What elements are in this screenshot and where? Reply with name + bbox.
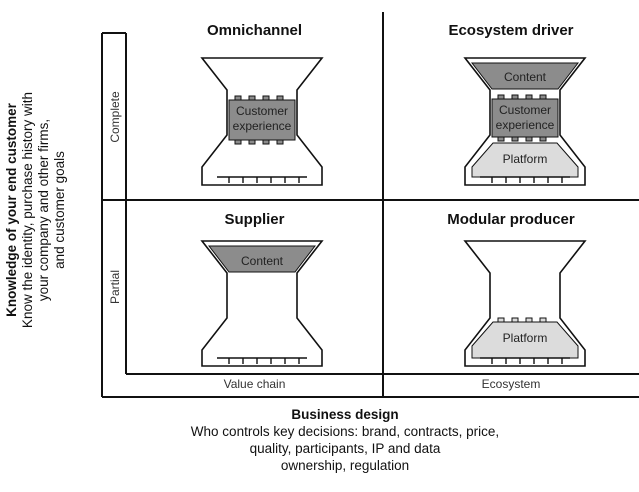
row-label-complete: Complete bbox=[108, 90, 122, 143]
quadrant-title-supplier: Supplier bbox=[224, 211, 285, 228]
x-axis-line-3: ownership, regulation bbox=[280, 458, 410, 473]
omnichannel-middle-line-2: experience bbox=[233, 119, 292, 133]
ecosystem-driver-middle-line-2: experience bbox=[496, 118, 555, 132]
platform-block bbox=[471, 321, 579, 359]
supplier-top-label: Content bbox=[241, 254, 284, 268]
col-label-ecosystem: Ecosystem bbox=[481, 377, 541, 391]
modular-producer-shape: Platform bbox=[463, 240, 587, 367]
ecosystem-driver-middle-line-1: Customer bbox=[499, 103, 551, 117]
supplier-shape: Content bbox=[200, 240, 324, 367]
omnichannel-middle-line-1: Customer bbox=[236, 104, 288, 118]
quadrant-title-omnichannel: Omnichannel bbox=[206, 22, 303, 39]
x-axis-line-2: quality, participants, IP and data bbox=[249, 441, 441, 456]
content-block bbox=[207, 245, 317, 273]
ecosystem-driver-top-label: Content bbox=[504, 70, 547, 84]
x-axis-label: Business design Who controls key decisio… bbox=[160, 406, 530, 474]
modular-producer-bottom-label: Platform bbox=[503, 331, 548, 345]
quadrant-title-modular-producer: Modular producer bbox=[447, 211, 575, 228]
customer-experience-block bbox=[491, 98, 559, 138]
platform-block bbox=[471, 142, 579, 178]
row-label-partial: Partial bbox=[108, 269, 122, 305]
x-axis-line-1: Who controls key decisions: brand, contr… bbox=[190, 424, 500, 439]
ecosystem-driver-bottom-label: Platform bbox=[503, 152, 548, 166]
ecosystem-driver-shape: Content Platform Customer experience bbox=[463, 57, 587, 186]
customer-experience-block bbox=[228, 99, 296, 141]
x-axis-title: Business design bbox=[291, 407, 399, 422]
omnichannel-shape: Customer experience bbox=[200, 57, 324, 186]
quadrant-title-ecosystem-driver: Ecosystem driver bbox=[448, 22, 574, 39]
col-label-value-chain: Value chain bbox=[223, 377, 286, 391]
content-block bbox=[470, 62, 580, 90]
